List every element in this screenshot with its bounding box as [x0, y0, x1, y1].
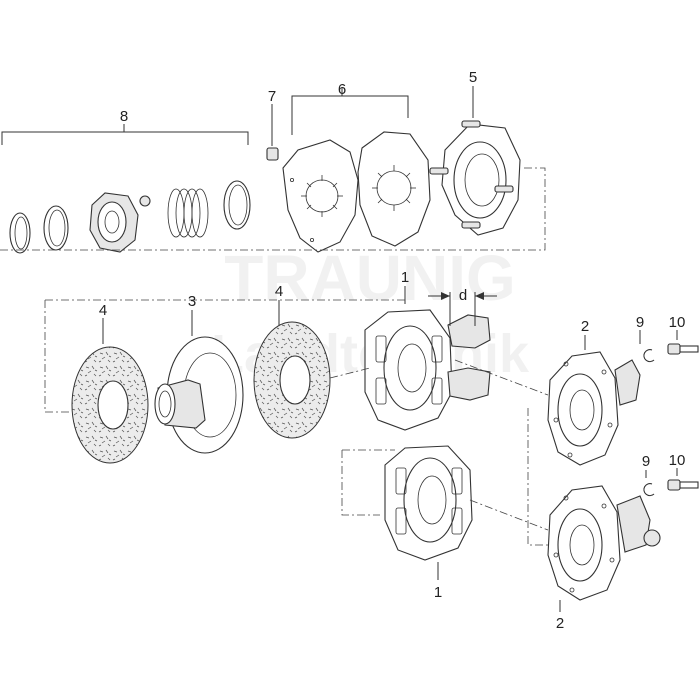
hub-with-splined-bore [154, 336, 244, 454]
callout-4-right: 4 [275, 283, 283, 300]
shim-ring [223, 180, 251, 230]
callout-6: 6 [338, 81, 346, 98]
callout-9-lower: 9 [642, 453, 650, 470]
clutch-plate-outer [282, 139, 359, 253]
pin-bushing [266, 147, 279, 161]
flange-yoke-lower [547, 485, 661, 601]
friction-disc-right [253, 321, 331, 439]
compression-spring [167, 188, 209, 238]
callout-d: d [459, 287, 467, 304]
callout-1-upper: 1 [401, 269, 409, 286]
dimension-d [428, 292, 497, 326]
friction-disc-left [71, 346, 149, 464]
callout-3: 3 [188, 293, 196, 310]
pressure-plate [429, 120, 521, 236]
clutch-housing-lower [384, 445, 473, 561]
clutch-housing-upper [364, 309, 491, 431]
flange-yoke-upper [547, 351, 641, 466]
clutch-plate-inner [357, 131, 431, 247]
callout-2-lower: 2 [556, 615, 564, 632]
retaining-clip-lower [643, 483, 655, 497]
callout-7: 7 [268, 88, 276, 105]
retaining-clip-upper [643, 349, 655, 363]
bolt-upper [667, 343, 699, 355]
hex-nut-cap [89, 192, 139, 253]
bracket-6 [291, 88, 409, 135]
retaining-ring [43, 205, 69, 251]
callout-5: 5 [469, 69, 477, 86]
callout-10-lower: 10 [669, 452, 686, 469]
bolt-lower [667, 479, 699, 491]
callout-8: 8 [120, 108, 128, 125]
callout-9-upper: 9 [636, 314, 644, 331]
svg-text:TRAUNIG: TRAUNIG [224, 242, 516, 314]
ball [139, 195, 151, 207]
callout-4-left: 4 [99, 302, 107, 319]
callout-1-lower: 1 [434, 584, 442, 601]
snap-ring [9, 212, 31, 254]
callout-2-upper: 2 [581, 318, 589, 335]
bracket-8 [1, 124, 249, 145]
callout-10-upper: 10 [669, 314, 686, 331]
